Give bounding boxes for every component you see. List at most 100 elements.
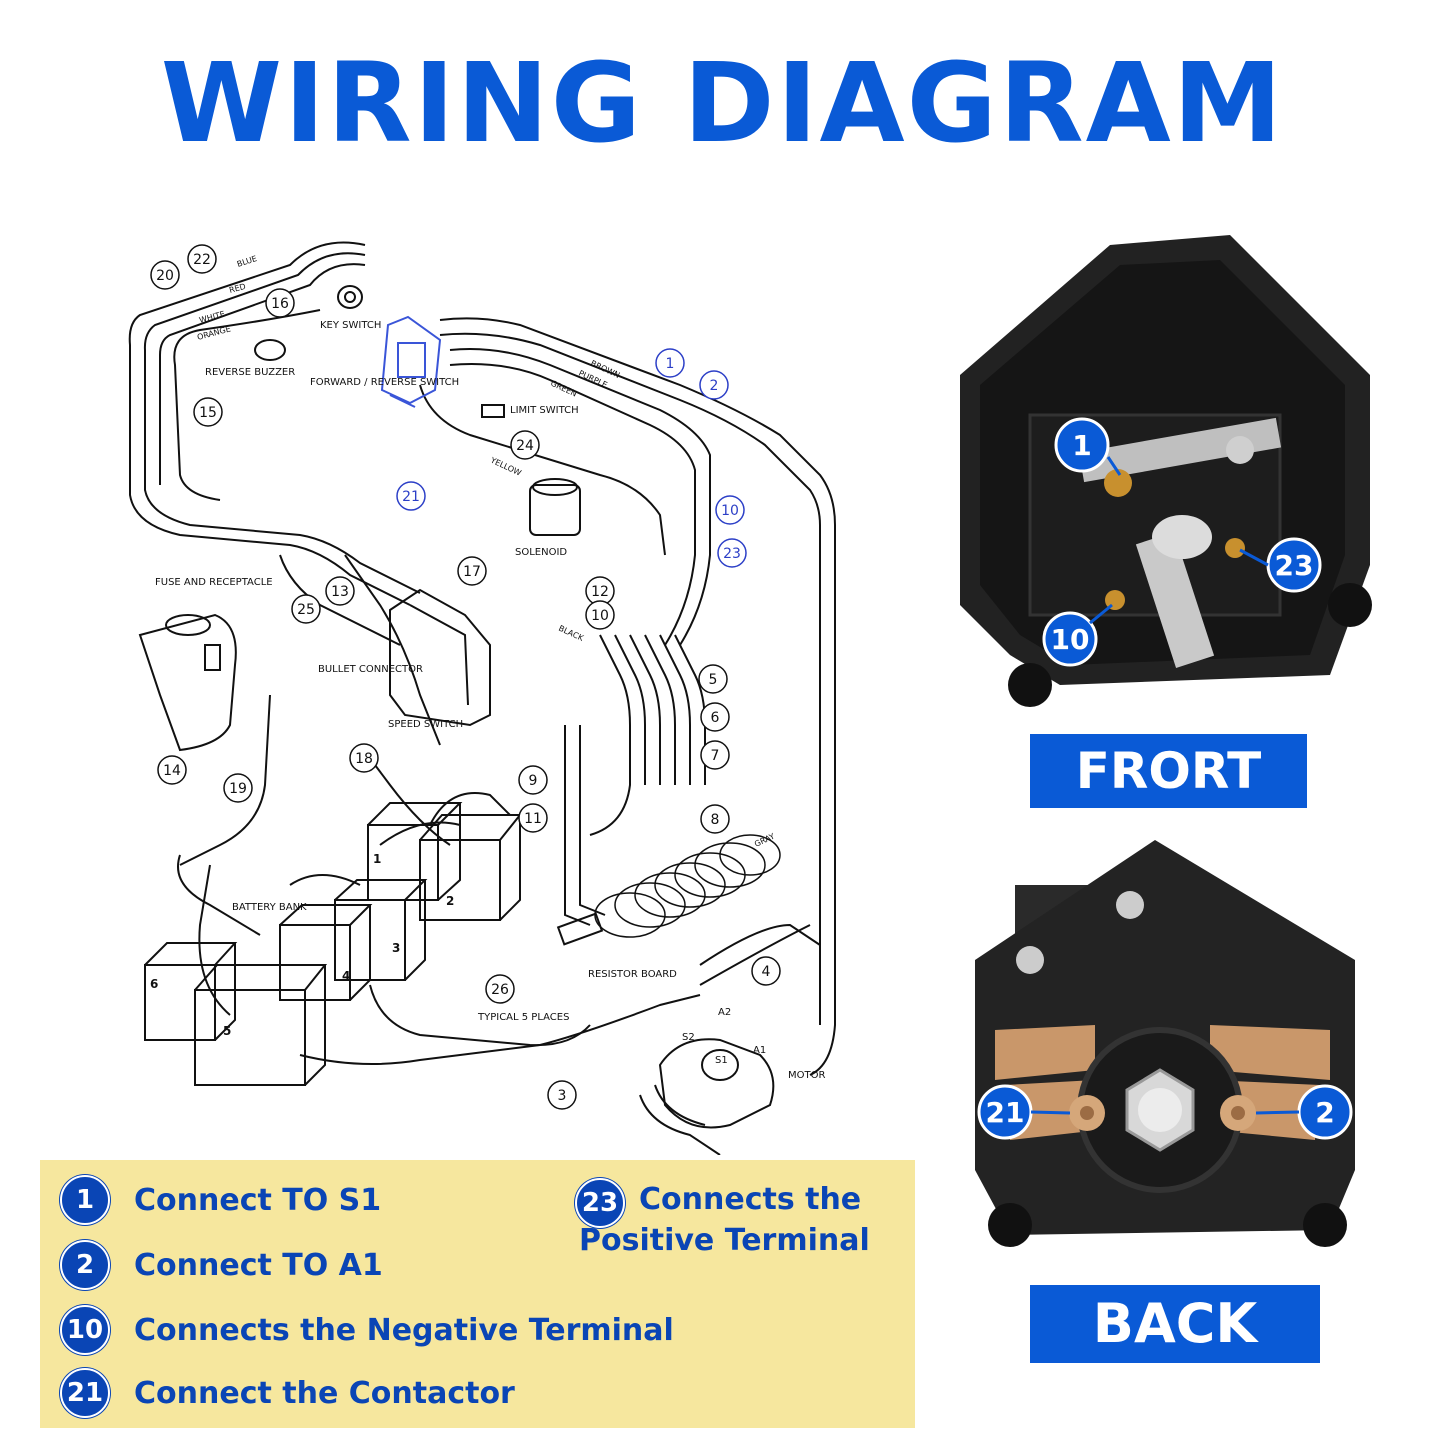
callout-bubble-blue: 2 [699, 370, 729, 400]
svg-text:16: 16 [271, 296, 289, 312]
typical-5-places-label: TYPICAL 5 PLACES [477, 1012, 569, 1023]
svg-text:2: 2 [1315, 1096, 1334, 1129]
svg-text:13: 13 [331, 584, 349, 600]
front-photo: 1 23 10 [960, 235, 1372, 707]
svg-text:20: 20 [156, 268, 174, 284]
legend-item: 21 Connect the Contactor [60, 1368, 515, 1418]
solenoid-label: SOLENOID [515, 547, 567, 558]
callout-bubble: 19 [223, 773, 253, 803]
legend-number: 21 [60, 1368, 110, 1418]
wire-label-white: WHITE [198, 309, 226, 324]
wire-label-red: RED [228, 282, 247, 295]
svg-text:5: 5 [709, 672, 718, 688]
legend-item: 10 Connects the Negative Terminal [60, 1305, 674, 1355]
callout-bubble-blue: 21 [396, 481, 426, 511]
fuse-receptacle-label: FUSE AND RECEPTACLE [155, 577, 273, 588]
svg-text:11: 11 [524, 811, 542, 827]
callout-bubble: 3 [547, 1080, 577, 1110]
callout-bubble: 18 [349, 743, 379, 773]
forward-reverse-switch-label: FORWARD / REVERSE SWITCH [310, 377, 459, 388]
battery-number: 5 [223, 1024, 231, 1038]
terminal-s1: S1 [715, 1055, 728, 1066]
wire-label-gray: GRAY [753, 832, 776, 849]
page-title: WIRING DIAGRAM [160, 39, 1285, 167]
svg-text:8: 8 [711, 812, 720, 828]
svg-text:10: 10 [591, 608, 609, 624]
battery-number: 2 [446, 894, 454, 908]
svg-text:1: 1 [666, 356, 675, 372]
callout-bubble-blue: 23 [717, 538, 747, 568]
terminal-s2: S2 [682, 1032, 695, 1043]
battery-bank-label: BATTERY BANK [232, 902, 307, 913]
svg-text:17: 17 [463, 564, 481, 580]
svg-text:1: 1 [1072, 429, 1091, 462]
legend-number: 23 [575, 1178, 625, 1228]
limit-switch-label: LIMIT SWITCH [510, 405, 579, 416]
legend-text: Connect the Contactor [134, 1375, 515, 1411]
key-switch-label: KEY SWITCH [320, 320, 381, 331]
callout-bubble: 12 [585, 576, 615, 606]
resistor-board-label: RESISTOR BOARD [588, 969, 677, 980]
back-badge: 21 [977, 1084, 1033, 1140]
svg-text:6: 6 [711, 710, 720, 726]
callout-bubble: 15 [193, 397, 223, 427]
callout-bubble: 24 [510, 430, 540, 460]
svg-text:25: 25 [297, 602, 315, 618]
svg-text:10: 10 [1051, 623, 1090, 656]
svg-text:21: 21 [402, 489, 420, 505]
svg-text:2: 2 [710, 378, 719, 394]
front-badge: 1 [1054, 417, 1110, 473]
legend-text: Positive Terminal [579, 1223, 870, 1258]
wire-label-yellow: YELLOW [488, 455, 522, 477]
legend-panel: 1 Connect TO S1 2 Connect TO A1 10 Conne… [40, 1160, 915, 1428]
svg-text:22: 22 [193, 252, 211, 268]
callout-bubble: 5 [698, 664, 728, 694]
callout-bubble: 7 [700, 740, 730, 770]
callout-bubble: 26 [485, 974, 515, 1004]
battery-number: 6 [150, 977, 158, 991]
svg-text:23: 23 [723, 546, 741, 562]
legend-item: 23 Connects the Positive Terminal [575, 1178, 870, 1258]
callout-bubble: 20 [150, 260, 180, 290]
svg-text:7: 7 [711, 748, 720, 764]
callout-bubble: 10 [585, 600, 615, 630]
svg-text:12: 12 [591, 584, 609, 600]
svg-text:3: 3 [558, 1088, 567, 1104]
legend-text: Connect TO A1 [134, 1247, 383, 1283]
svg-text:18: 18 [355, 751, 373, 767]
svg-text:23: 23 [1275, 549, 1314, 582]
terminal-a2: A2 [718, 1007, 731, 1018]
battery-number: 4 [342, 969, 350, 983]
motor-label: MOTOR [788, 1070, 825, 1081]
svg-text:21: 21 [986, 1096, 1025, 1129]
terminal-a1: A1 [753, 1045, 766, 1056]
speed-switch-label: SPEED SWITCH [388, 719, 463, 730]
svg-text:14: 14 [163, 763, 181, 779]
wire-label-blue: BLUE [236, 254, 258, 269]
callout-bubble: 4 [751, 956, 781, 986]
legend-number: 10 [60, 1305, 110, 1355]
bullet-connector-label: BULLET CONNECTOR [318, 664, 423, 675]
back-badge: 2 [1297, 1084, 1353, 1140]
front-label: FRORT [1030, 734, 1307, 808]
battery-number: 1 [373, 852, 381, 866]
svg-text:10: 10 [721, 503, 739, 519]
legend-text: Connects the [639, 1182, 862, 1217]
callout-bubble-blue: 10 [715, 495, 745, 525]
battery-number: 3 [392, 941, 400, 955]
legend-number: 2 [60, 1240, 110, 1290]
legend-item: 2 Connect TO A1 [60, 1240, 383, 1290]
callout-bubble: 13 [325, 576, 355, 606]
wire-label-green: GREEN [549, 379, 578, 399]
callout-bubble-blue: 1 [655, 348, 685, 378]
wire-label-black: BLACK [557, 624, 585, 644]
callout-bubble: 14 [157, 755, 187, 785]
back-photo: 21 2 [975, 840, 1355, 1247]
back-label: BACK [1030, 1285, 1320, 1363]
svg-text:15: 15 [199, 405, 217, 421]
callout-bubble: 8 [700, 804, 730, 834]
callout-bubble: 6 [700, 702, 730, 732]
legend-item: 1 Connect TO S1 [60, 1175, 381, 1225]
legend-text: Connects the Negative Terminal [134, 1312, 674, 1348]
legend-text: Connect TO S1 [134, 1182, 382, 1218]
